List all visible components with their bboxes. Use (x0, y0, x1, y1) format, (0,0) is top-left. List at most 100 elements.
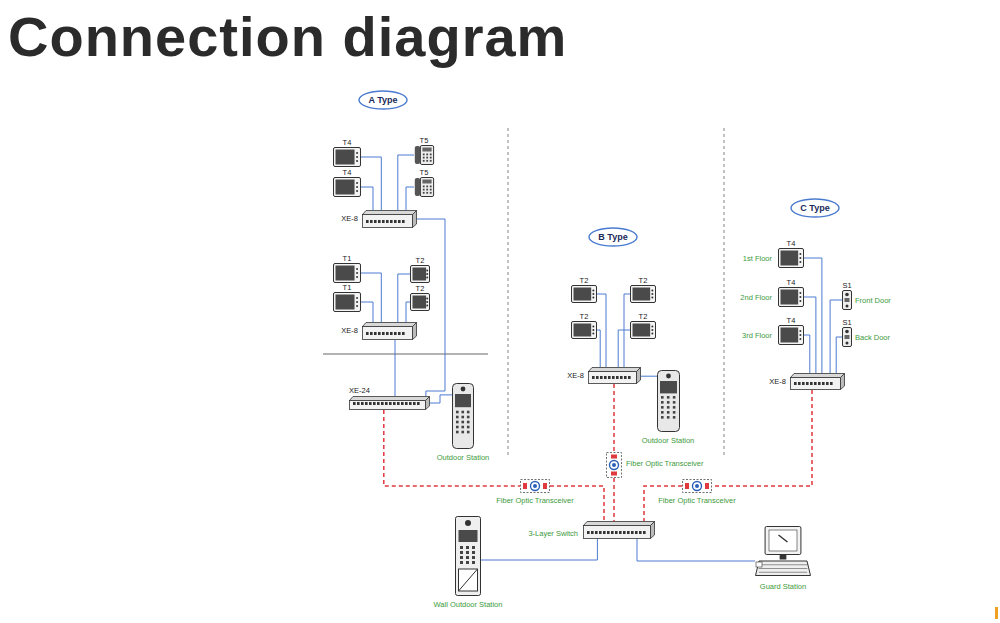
device-label: T5 (420, 136, 429, 145)
device-label: 2nd Floor (740, 293, 772, 302)
network-cable (361, 302, 373, 322)
network-cable (361, 273, 381, 322)
device-label: Fiber Optic Transceiver (658, 496, 736, 505)
monitor-unit-icon (333, 263, 361, 283)
device-label: XE-8 (567, 371, 584, 380)
device-label: S1 (842, 318, 851, 327)
phone-unit-icon (414, 145, 434, 165)
monitor-unit-icon (333, 177, 361, 197)
fiber-transceiver: Fiber Optic Transceiver (682, 479, 712, 493)
device-label: T4 (787, 239, 796, 248)
corner-mark (995, 607, 998, 619)
wall-station-icon (455, 516, 481, 596)
device-label: Guard Station (760, 582, 806, 591)
fiber-transceiver-icon (682, 479, 712, 493)
door-station: S1Back Door (842, 327, 852, 347)
device-label: XE-8 (341, 214, 358, 223)
monitor-unit-icon (778, 248, 804, 268)
device-label: T2 (580, 276, 589, 285)
monitor-unit-icon (571, 285, 597, 303)
network-switch: XE-8 (362, 322, 417, 340)
monitor-unit-icon (630, 285, 656, 303)
network-switch-icon (349, 396, 430, 410)
network-cable (637, 539, 755, 561)
network-switch: 3-Layer Switch (583, 521, 655, 539)
type-ellipse: B Type (588, 227, 638, 247)
network-switch-icon (790, 373, 845, 390)
outdoor-station-icon (452, 383, 474, 449)
fiber-transceiver-icon (606, 452, 622, 478)
device-label: Fiber Optic Transceiver (626, 459, 704, 468)
device-label: T2 (639, 276, 648, 285)
monitor-unit-icon (630, 321, 656, 339)
fiber-transceiver-icon (520, 479, 550, 493)
device-label: XE-24 (349, 386, 370, 395)
phone-unit: T5 (414, 177, 434, 197)
device-label: 3-Layer Switch (528, 529, 578, 538)
device-label: Back Door (855, 333, 890, 342)
device-label: Outdoor Station (642, 436, 695, 445)
network-switch: XE-24 (349, 396, 430, 410)
page-title: Connection diagram (8, 4, 567, 70)
fiber-link (384, 410, 520, 486)
network-cable (361, 187, 373, 210)
network-cable (641, 376, 657, 377)
type-heading: A Type (368, 95, 397, 106)
network-cable (804, 258, 822, 373)
device-label: T2 (416, 284, 425, 293)
fiber-transceiver: Fiber Optic Transceiver (606, 452, 622, 478)
outdoor-station-icon (657, 370, 680, 432)
device-label: T5 (420, 168, 429, 177)
monitor-unit: T1 (333, 263, 361, 283)
network-cable (618, 330, 630, 367)
device-label: T2 (580, 312, 589, 321)
monitor-unit-icon (778, 287, 804, 307)
monitor-unit-icon (571, 321, 597, 339)
device-label: Wall Outdoor Station (434, 600, 503, 609)
type-ellipse: A Type (358, 90, 408, 110)
device-label: Outdoor Station (437, 453, 490, 462)
monitor-unit-icon (333, 147, 361, 167)
network-cable (804, 335, 810, 373)
device-label: 1st Floor (743, 254, 772, 263)
door-station-icon (842, 290, 852, 310)
network-cable (406, 187, 414, 210)
outdoor-station: Outdoor Station (452, 383, 474, 449)
fiber-transceiver: Fiber Optic Transceiver (520, 479, 550, 493)
network-cable (597, 294, 606, 367)
monitor-unit-icon (778, 325, 804, 345)
door-station-icon (842, 327, 852, 347)
network-cable (398, 274, 410, 322)
door-station: S1Front Door (842, 290, 852, 310)
monitor-unit: T2 (630, 321, 656, 339)
device-label: Fiber Optic Transceiver (496, 496, 574, 505)
type-heading: C Type (800, 203, 829, 214)
device-label: T4 (343, 138, 352, 147)
monitor-unit: T2 (410, 293, 430, 311)
monitor-unit: T42nd Floor (778, 287, 804, 307)
type-heading: B Type (598, 232, 627, 243)
network-switch: XE-8 (362, 210, 417, 228)
device-label: T2 (416, 256, 425, 265)
outdoor-station: Outdoor Station (657, 370, 680, 432)
monitor-unit: T1 (333, 292, 361, 312)
phone-unit: T5 (414, 145, 434, 165)
floor-divider (323, 353, 488, 355)
monitor-unit-icon (410, 265, 430, 283)
device-label: Front Door (855, 296, 891, 305)
monitor-unit: T4 (333, 177, 361, 197)
fiber-link (613, 478, 615, 521)
monitor-unit: T4 (333, 147, 361, 167)
monitor-unit-icon (410, 293, 430, 311)
monitor-unit-icon (333, 292, 361, 312)
network-switch-icon (588, 367, 641, 384)
network-switch-icon (362, 210, 417, 228)
device-label: T4 (343, 168, 352, 177)
section-divider (723, 128, 724, 455)
network-cable (830, 300, 842, 373)
device-label: S1 (842, 281, 851, 290)
wall-station: Wall Outdoor Station (455, 516, 481, 596)
